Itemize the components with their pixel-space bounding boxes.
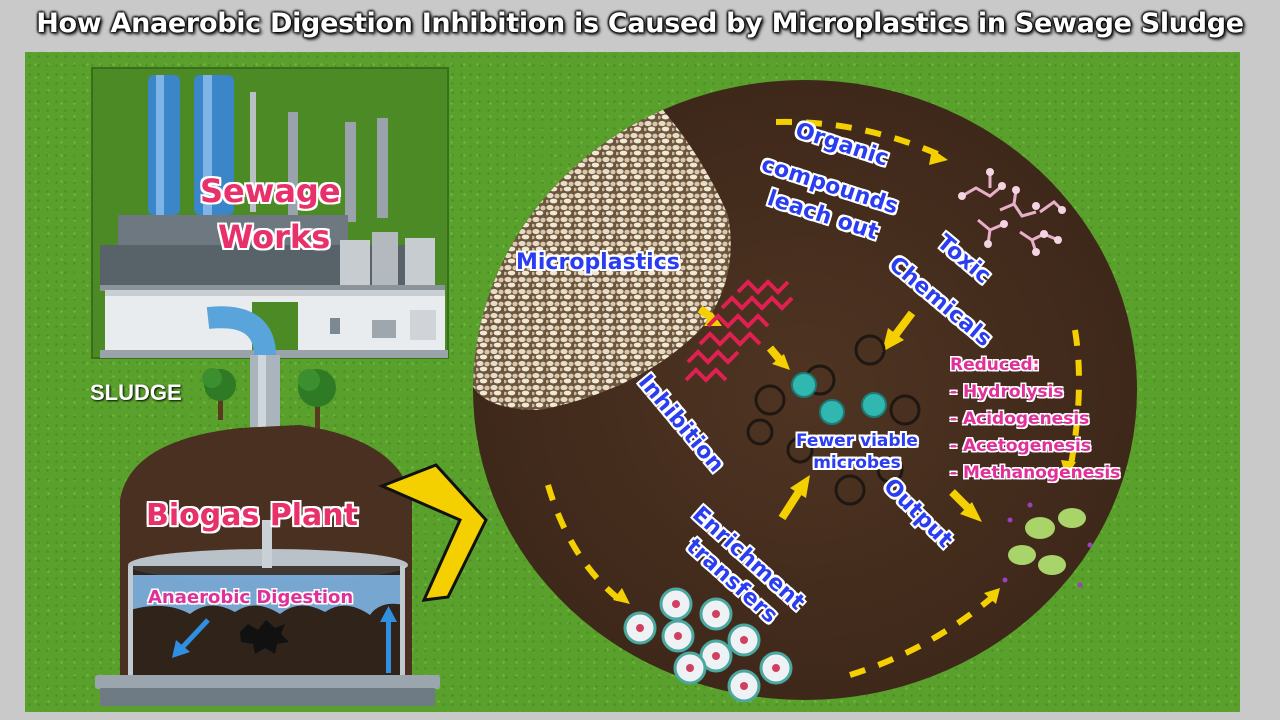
page-title: How Anaerobic Digestion Inhibition is Ca… xyxy=(36,8,1244,39)
fewer-viable-microbes-label: Fewer viable microbes xyxy=(796,430,918,474)
fewer-viable-line: Fewer viable xyxy=(796,431,918,451)
sewage-works-label-1: Sewage xyxy=(200,172,341,210)
tree-illustration xyxy=(202,368,336,435)
flow-arrows xyxy=(545,118,1082,678)
sludge-label: SLUDGE xyxy=(90,380,182,405)
reduced-heading: Reduced: xyxy=(950,355,1040,375)
reduced-item-acidogenesis: - Acidogenesis xyxy=(950,409,1090,429)
reduced-processes-list: Reduced: - Hydrolysis - Acidogenesis - A… xyxy=(950,352,1120,487)
big-yellow-arrow xyxy=(378,463,488,602)
anaerobic-digestion-label: Anaerobic Digestion xyxy=(148,587,354,608)
sewage-works-illustration xyxy=(91,67,449,359)
sewage-works-label-2: Works xyxy=(218,218,331,256)
dead-microbes-icon xyxy=(746,334,921,506)
microbes-line: microbes xyxy=(813,453,901,473)
reduced-item-methanogenesis: - Methanogenesis xyxy=(950,463,1121,483)
sludge-pipe xyxy=(206,306,276,425)
viable-microbes-icon xyxy=(791,372,887,425)
solid-arrows xyxy=(697,305,982,522)
microplastic-fibers-icon xyxy=(684,279,794,383)
output-microbes-icon xyxy=(1002,502,1093,588)
reduced-item-hydrolysis: - Hydrolysis xyxy=(950,382,1064,402)
biogas-plant-label: Biogas Plant xyxy=(146,498,358,533)
reduced-item-acetogenesis: - Acetogenesis xyxy=(950,436,1091,456)
microplastics-label: Microplastics xyxy=(516,250,680,275)
biogas-plant-illustration xyxy=(95,425,440,706)
